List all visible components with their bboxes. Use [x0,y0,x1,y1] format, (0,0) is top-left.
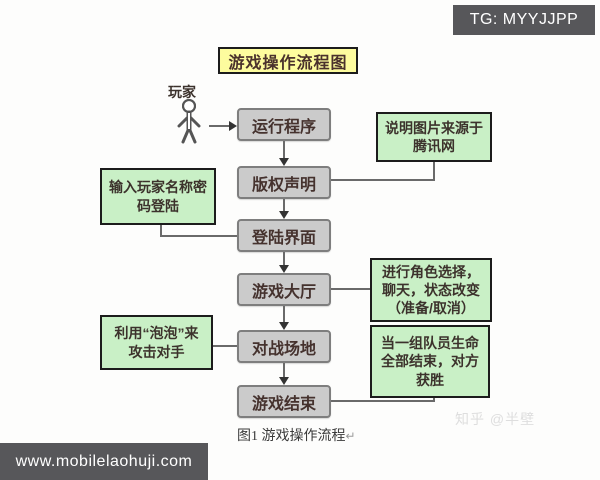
note-text: 当一组队员生命 全部结束，对方 获胜 [381,335,479,388]
flow-step-label: 版权声明 [251,176,316,194]
flow-step-battle-field: 对战场地 [237,330,331,363]
note-text: 进行角色选择， 聊天，状态改变 （准备/取消） [382,263,480,317]
flow-step-run-program: 运行程序 [237,108,331,141]
flow-step-game-end: 游戏结束 [237,385,331,418]
note-bubble-attack: 利用“泡泡”来 攻击对手 [100,315,213,370]
player-icon [172,98,206,144]
flow-step-label: 对战场地 [251,340,316,358]
flow-step-label: 游戏结束 [251,395,316,413]
connector-lobby-note3 [331,288,370,290]
note-text: 输入玩家名称密 码登陆 [109,179,207,214]
diagram-title: 游戏操作流程图 [218,47,358,74]
return-mark: ↵ [345,429,356,443]
footer-url-text: www.mobilelaohuji.com [15,452,193,470]
note-role-selection: 进行角色选择， 聊天，状态改变 （准备/取消） [370,258,492,322]
arrowhead-player-run [229,121,237,131]
connector-note4-battle [213,345,237,347]
diagram-title-text: 游戏操作流程图 [228,54,348,72]
flow-step-copyright: 版权声明 [237,166,331,199]
figure-caption: 图1 游戏操作流程↵ [237,425,356,445]
flow-step-login-screen: 登陆界面 [237,219,331,252]
tg-badge-text: TG: MYYJJPP [469,11,579,28]
flow-step-label: 运行程序 [251,118,316,136]
connector-2-3 [283,199,285,212]
note-image-source: 说明图片来源于 腾讯网 [376,112,492,162]
connector-3-4 [283,252,285,266]
connector-1-2 [283,141,285,159]
arrowhead-4-5 [279,322,289,330]
note-enter-credentials: 输入玩家名称密 码登陆 [100,168,216,225]
arrowhead-1-2 [279,158,289,166]
footer-url-bar: www.mobilelaohuji.com [0,443,208,480]
note-text: 说明图片来源于 腾讯网 [385,119,483,154]
note-team-defeated: 当一组队员生命 全部结束，对方 获胜 [370,325,490,398]
note-text: 利用“泡泡”来 攻击对手 [114,325,199,360]
connector-note5-h [331,400,435,402]
arrowhead-3-4 [279,265,289,273]
connector-note1-h [331,179,435,181]
connector-player-run [209,125,230,127]
player-label: 玩家 [168,84,196,100]
arrowhead-5-6 [279,377,289,385]
figure-caption-text: 图1 游戏操作流程 [237,429,346,444]
flow-step-label: 游戏大厅 [251,283,316,301]
watermark: 知乎 @半壁 [455,411,536,427]
connector-5-6 [283,363,285,378]
connector-note1-v [433,162,435,181]
connector-4-5 [283,306,285,323]
tg-badge: TG: MYYJJPP [453,5,595,35]
connector-note2-h [160,235,237,237]
arrowhead-2-3 [279,211,289,219]
flow-step-game-lobby: 游戏大厅 [237,273,331,306]
connector-note2-v [160,225,162,237]
flow-step-label: 登陆界面 [251,229,316,247]
